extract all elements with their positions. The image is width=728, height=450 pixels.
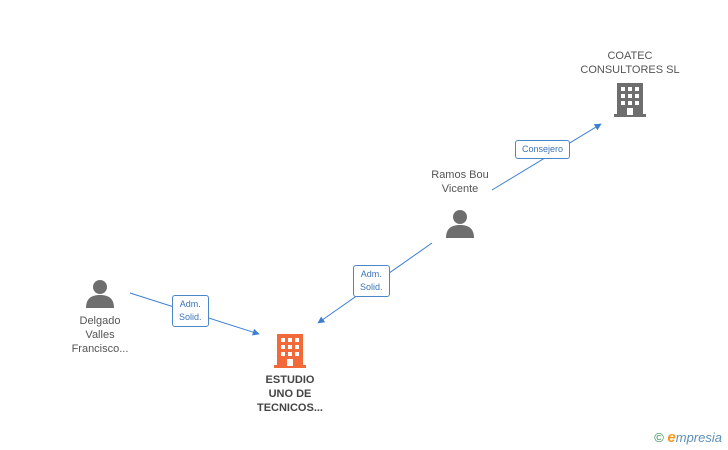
brand-name: mpresia: [675, 430, 722, 445]
edge-label-consejero[interactable]: Consejero: [515, 140, 571, 159]
building-icon: [274, 334, 306, 368]
node-delgado[interactable]: Delgado Valles Francisco...: [40, 278, 160, 356]
node-ramos-label: Ramos Bou Vicente: [431, 169, 489, 195]
footer-brand: © empresia: [654, 429, 722, 446]
node-estudio[interactable]: ESTUDIO UNO DE TECNICOS...: [230, 334, 350, 415]
person-icon: [86, 280, 114, 308]
node-estudio-label: ESTUDIO UNO DE TECNICOS...: [256, 374, 323, 414]
edge-label-adm-solid-ramos[interactable]: Adm. Solid.: [353, 265, 390, 297]
node-ramos[interactable]: Ramos Bou Vicente: [400, 168, 520, 238]
empresia-logo-icon: e: [667, 429, 676, 446]
node-coatec[interactable]: COATEC CONSULTORES SL: [560, 49, 700, 117]
person-icon: [446, 210, 474, 238]
building-icon: [614, 83, 646, 117]
copyright-symbol: ©: [654, 430, 664, 445]
node-delgado-label: Delgado Valles Francisco...: [71, 315, 129, 355]
node-coatec-label: COATEC CONSULTORES SL: [580, 50, 680, 76]
edge-label-adm-solid-delgado[interactable]: Adm. Solid.: [172, 295, 209, 327]
